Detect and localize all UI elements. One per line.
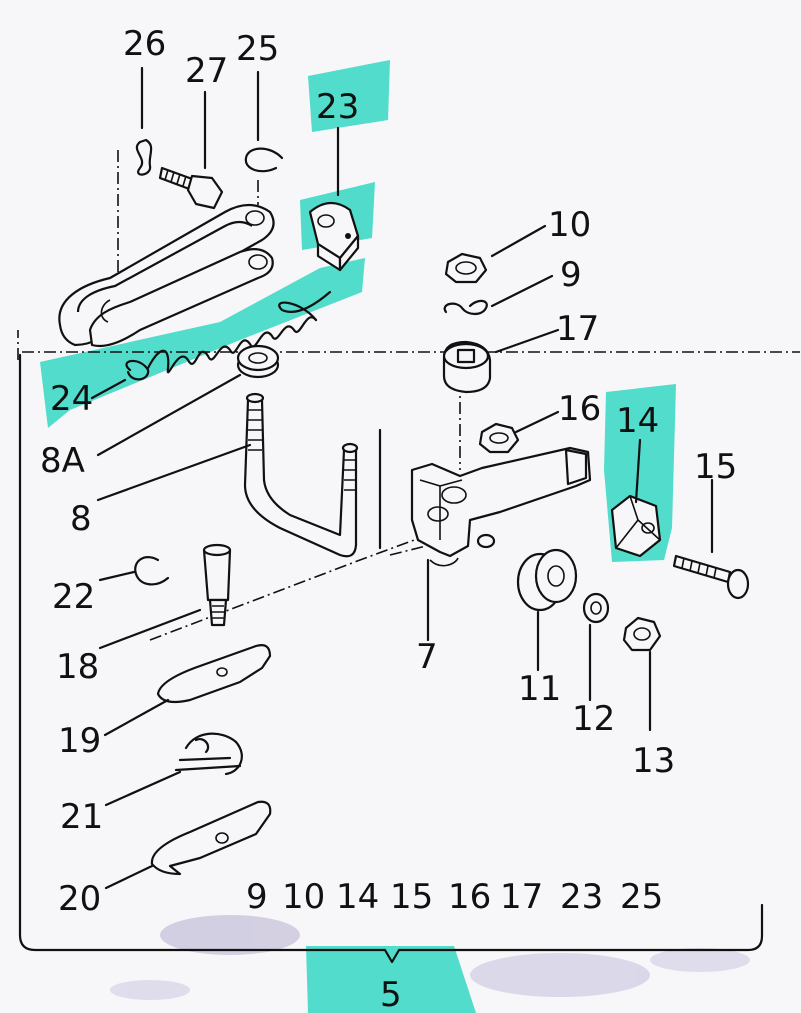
part-20-plate <box>150 800 272 876</box>
kit-item: 14 <box>336 877 379 917</box>
leader-lines <box>90 66 714 890</box>
label-26: 26 <box>123 24 166 64</box>
part-23-cam <box>308 201 360 272</box>
lever-arm-assembly <box>58 203 275 348</box>
label-25: 25 <box>236 29 279 69</box>
label-20: 20 <box>58 879 101 919</box>
label-11: 11 <box>518 669 561 709</box>
label-22: 22 <box>52 577 95 617</box>
kit-contents-row: 9 10 14 15 16 17 23 25 <box>246 877 663 917</box>
label-5: 5 <box>380 975 402 1013</box>
part-22-circlip <box>134 556 170 586</box>
part-27-bolt <box>158 166 224 210</box>
kit-item: 25 <box>620 877 663 917</box>
part-19-plate <box>156 644 272 704</box>
part-11-bushing <box>516 548 578 612</box>
part-26-clip <box>135 138 153 176</box>
highlight-marks <box>40 60 676 1013</box>
part-12-spring-washer <box>582 592 610 624</box>
label-14: 14 <box>616 401 659 441</box>
label-18: 18 <box>56 647 99 687</box>
part-10-nut <box>444 252 488 284</box>
label-23: 23 <box>316 87 359 127</box>
label-7: 7 <box>416 637 438 677</box>
part-24-spring <box>125 290 332 381</box>
label-8A: 8A <box>40 441 85 481</box>
part-25-circlip <box>244 147 284 173</box>
label-8: 8 <box>70 499 92 539</box>
label-16: 16 <box>558 389 601 429</box>
label-13: 13 <box>632 741 675 781</box>
part-13-nut <box>622 616 662 652</box>
part-21-spring <box>174 732 243 776</box>
part-labels: 26 27 25 23 10 9 17 16 14 15 24 8A 8 22 … <box>40 24 737 1013</box>
label-19: 19 <box>58 721 101 761</box>
label-10: 10 <box>548 205 591 245</box>
part-14-cam <box>610 494 662 558</box>
part-17-cam <box>442 340 492 394</box>
part-18-pin <box>202 543 232 627</box>
kit-item: 15 <box>390 877 433 917</box>
label-21: 21 <box>60 797 103 837</box>
part-7-housing <box>410 446 592 567</box>
scan-smudges <box>110 915 750 1000</box>
part-9-clip <box>443 299 488 316</box>
label-27: 27 <box>185 51 228 91</box>
part-8A-washer <box>236 344 280 379</box>
kit-item: 9 <box>246 877 268 917</box>
kit-item: 23 <box>560 877 603 917</box>
part-16-nut <box>478 422 520 454</box>
label-24: 24 <box>50 379 93 419</box>
kit-item: 16 <box>448 877 491 917</box>
label-12: 12 <box>572 699 615 739</box>
part-8-crank <box>243 392 359 558</box>
kit-item: 17 <box>500 877 543 917</box>
label-17: 17 <box>556 309 599 349</box>
label-9: 9 <box>560 255 582 295</box>
part-15-screw <box>672 554 750 600</box>
label-15: 15 <box>694 447 737 487</box>
kit-item: 10 <box>282 877 325 917</box>
kit-bracket <box>18 353 764 964</box>
